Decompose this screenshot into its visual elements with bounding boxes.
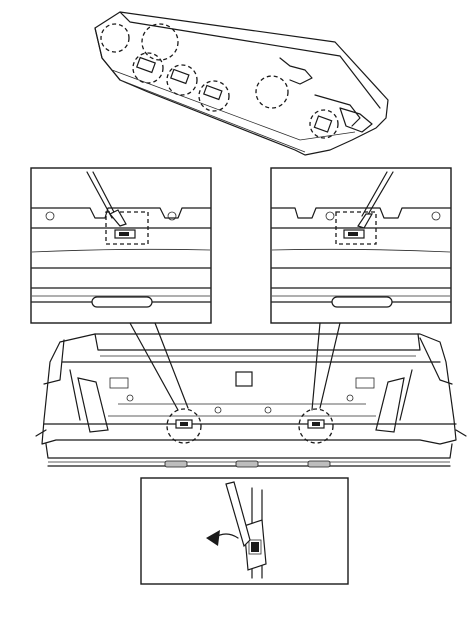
left-clip-detail <box>30 167 212 324</box>
trim-panel-back-view <box>35 333 467 468</box>
callout-leaders <box>129 322 341 411</box>
overview-trim-panel <box>94 11 389 156</box>
right-clip-detail <box>270 167 452 324</box>
release-detail <box>140 477 349 585</box>
back-view-callouts <box>166 408 334 444</box>
overview-callouts <box>100 23 339 139</box>
